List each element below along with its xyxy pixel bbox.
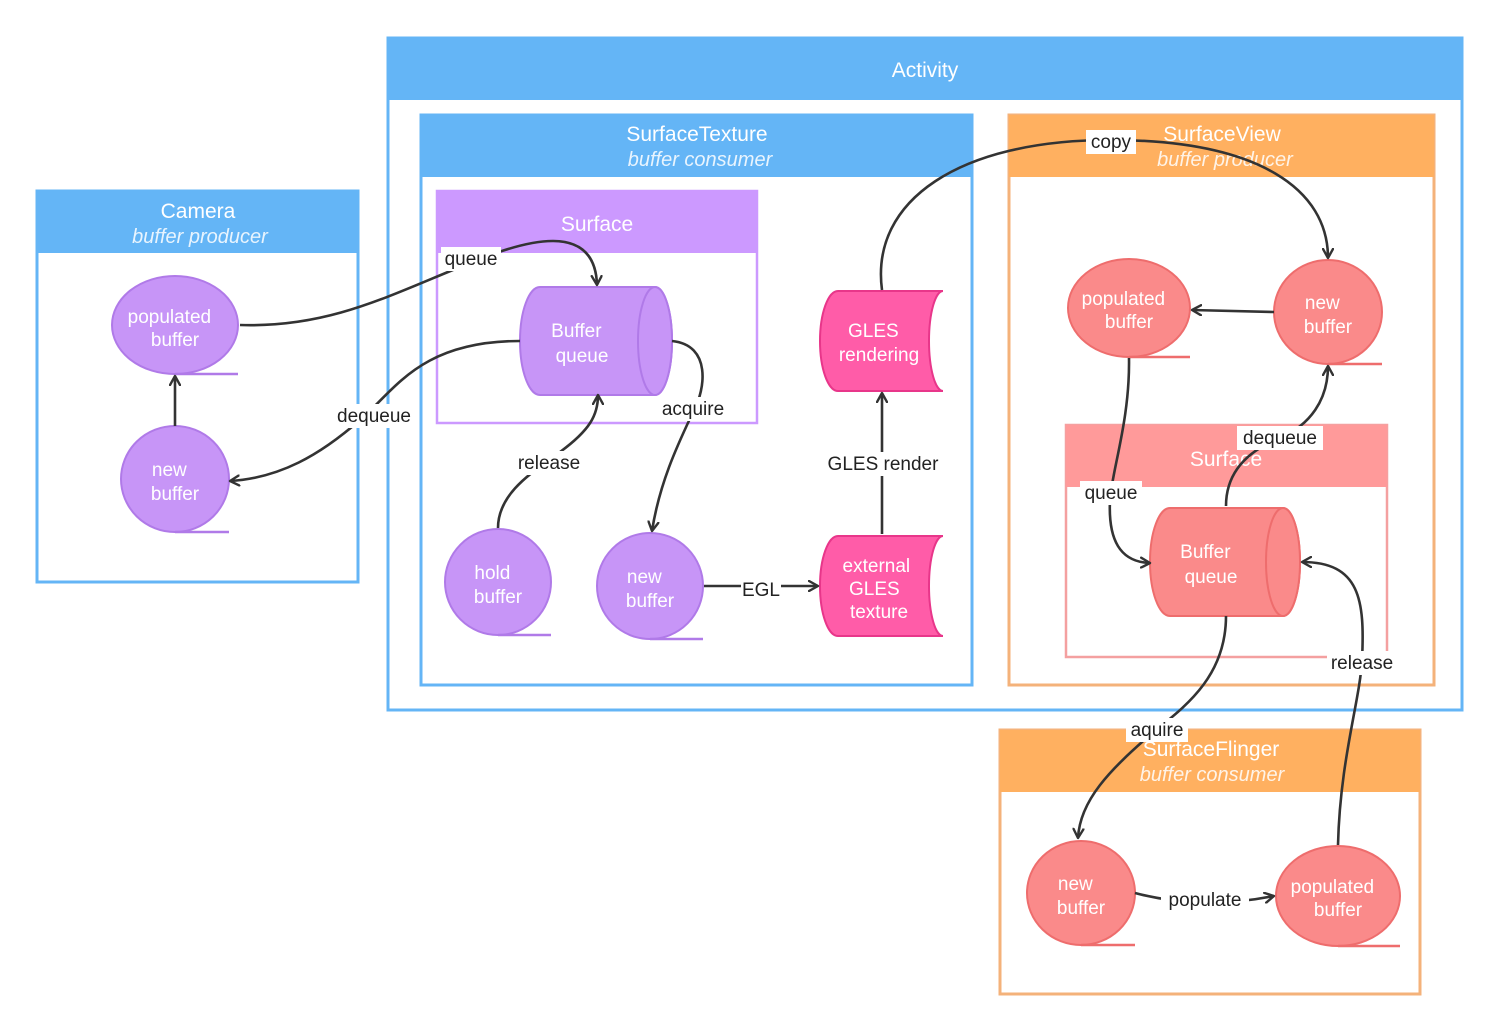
svg-text:release: release [518,453,580,474]
surface-view-new-buffer-label: new buffer [1304,293,1353,338]
svg-text:populate: populate [1169,890,1242,911]
activity-title: Activity [892,59,959,82]
svg-text:release: release [1331,653,1393,674]
surface-flinger-populated-buffer-node: populated buffer [1275,845,1401,948]
hold-buffer-node: hold buffer [444,528,552,637]
queue-right-label: queue [1080,481,1142,505]
dequeue-left-label: dequeue [332,404,416,428]
surface-texture-subtitle: buffer consumer [628,149,774,171]
surface-flinger-new-buffer-node: new buffer [1026,840,1136,947]
surface-texture-title: SurfaceTexture [626,123,767,146]
release-right-label: release [1327,651,1397,675]
surface-texture-new-buffer-label: new buffer [626,567,675,612]
camera-new-buffer-node: new buffer [120,425,230,534]
gles-render-label: GLES render [823,452,943,476]
surface-view-buffer-queue-node: Buffer queue [1149,507,1301,617]
acquire-label: acquire [657,397,729,421]
surface-flinger-new-buffer-label: new buffer [1057,874,1106,919]
hold-buffer-label: hold buffer [474,563,523,608]
svg-text:acquire: acquire [662,399,724,420]
surface-view-buffer-queue-label: Buffer queue [1180,542,1237,588]
egl-label: EGL [741,578,781,602]
svg-text:dequeue: dequeue [337,406,411,427]
camera-subtitle: buffer producer [132,226,269,248]
external-gles-texture-node: external GLES texture [819,535,944,637]
surface-left-title: Surface [561,213,633,236]
surface-flinger-populated-buffer-label: populated buffer [1291,877,1380,921]
camera-populated-buffer-label: populated buffer [128,307,217,351]
camera-populated-buffer-node: populated buffer [111,275,239,376]
surface-right-title: Surface [1190,448,1262,471]
surface-view-title: SurfaceView [1163,123,1281,146]
populate-label: populate [1161,888,1249,912]
gles-rendering-label: GLES rendering [839,321,919,366]
queue-left-label: queue [441,247,501,271]
camera-new-buffer-label: new buffer [151,460,200,505]
svg-text:EGL: EGL [742,580,780,601]
surface-view-new-buffer-node: new buffer [1273,259,1383,366]
surface-texture-buffer-queue-node: Buffer queue [519,286,673,396]
aquire-label: aquire [1126,718,1188,742]
surface-view-populated-buffer-label: populated buffer [1082,289,1171,333]
surface-texture-buffer-queue-label: Buffer queue [551,321,608,367]
surface-flinger-subtitle: buffer consumer [1140,764,1286,786]
camera-title: Camera [161,200,236,223]
release-left-label: release [514,451,584,475]
surface-flinger-title: SurfaceFlinger [1143,738,1280,761]
svg-text:GLES render: GLES render [828,454,940,475]
svg-text:copy: copy [1091,132,1132,153]
dequeue-right-label: dequeue [1237,426,1323,450]
svg-text:dequeue: dequeue [1243,428,1317,449]
svg-text:queue: queue [1085,483,1138,504]
copy-label: copy [1086,130,1136,154]
svg-text:aquire: aquire [1131,720,1184,741]
surface-view-populate-edge [1192,310,1275,312]
gles-rendering-node: GLES rendering [819,290,944,392]
surface-view-populated-buffer-node: populated buffer [1067,258,1191,359]
surface-texture-new-buffer-node: new buffer [596,532,704,641]
camera-container: Camera buffer producer [35,189,360,584]
external-gles-texture-label: external GLES texture [843,556,916,623]
svg-text:queue: queue [445,249,498,270]
